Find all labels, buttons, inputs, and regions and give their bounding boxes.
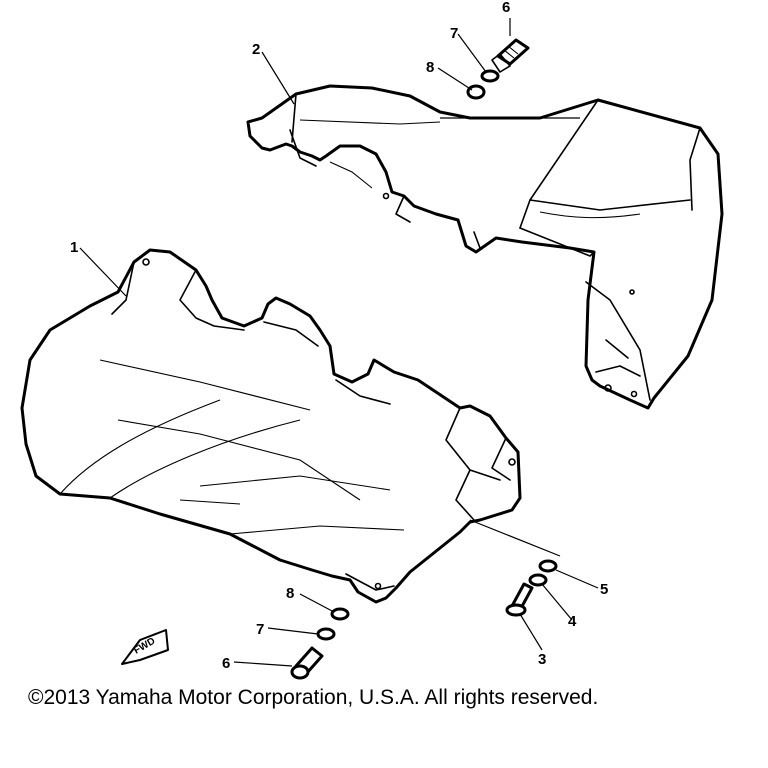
callout-6-bottom: 6: [222, 655, 230, 672]
lower-cover-part-1: [22, 250, 520, 602]
bolt-part-6-bottom: [292, 648, 322, 678]
copyright-notice: ©2013 Yamaha Motor Corporation, U.S.A. A…: [28, 686, 748, 710]
callout-7-top: 7: [450, 25, 458, 42]
callout-8-top: 8: [426, 59, 434, 76]
lock-washer-part-4: [530, 575, 546, 585]
lock-washer-part-7-top: [482, 71, 498, 81]
bolt-part-6-top: [492, 40, 528, 72]
washer-part-8-bottom: [332, 609, 348, 619]
lock-washer-part-7-bottom: [318, 629, 334, 639]
washer-part-8-top: [468, 86, 484, 98]
callout-7-bottom: 7: [256, 621, 264, 638]
callout-6-top: 6: [502, 0, 510, 16]
callout-3: 3: [538, 651, 546, 668]
callout-2: 2: [252, 41, 260, 58]
forward-direction-arrow: FWD: [122, 630, 168, 664]
callout-4: 4: [568, 613, 577, 630]
callout-5: 5: [600, 581, 608, 598]
bolt-part-3: [507, 584, 532, 615]
callout-1: 1: [70, 239, 78, 256]
washer-part-5: [540, 561, 556, 571]
callout-8-bottom: 8: [286, 585, 294, 602]
